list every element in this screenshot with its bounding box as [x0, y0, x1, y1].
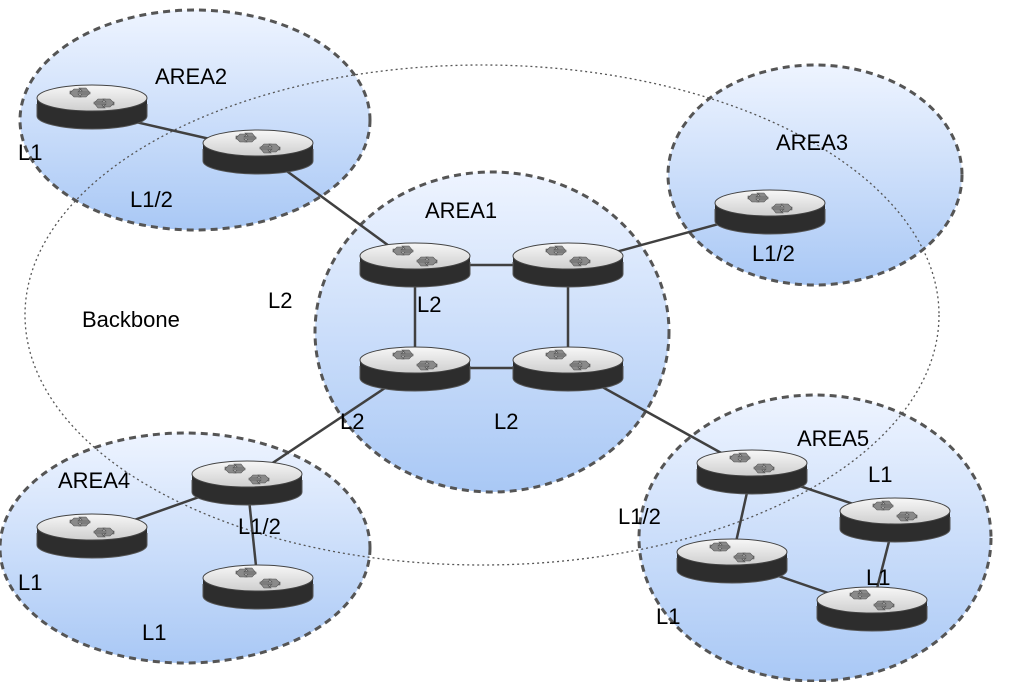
router-icon	[36, 513, 148, 559]
area1-label: AREA1	[425, 198, 497, 223]
area3-region	[666, 63, 964, 287]
router-icon	[676, 538, 788, 584]
level-label: L1/2	[238, 514, 281, 539]
area4-label: AREA4	[58, 468, 130, 493]
router-icon	[512, 242, 624, 288]
level-label: L1/2	[752, 241, 795, 266]
router-icon	[191, 460, 303, 506]
level-label: L1/2	[618, 504, 661, 529]
level-label: L1/2	[130, 187, 173, 212]
level-label: L1	[142, 620, 166, 645]
area2-region	[18, 8, 372, 232]
router-icon	[202, 564, 314, 610]
level-label: L1	[18, 570, 42, 595]
level-label: L1	[868, 462, 892, 487]
area3-label: AREA3	[776, 130, 848, 155]
router-icon	[359, 242, 471, 288]
area2-label: AREA2	[155, 64, 227, 89]
level-label: L2	[494, 409, 518, 434]
router-icon	[816, 586, 928, 632]
level-label: L1	[866, 565, 890, 590]
backbone-region	[24, 64, 940, 566]
area5-label: AREA5	[797, 426, 869, 451]
level-label: L1	[656, 604, 680, 629]
router-icon	[696, 449, 808, 495]
router-icon	[36, 84, 148, 130]
level-label: L2	[340, 409, 364, 434]
router-icon	[714, 189, 826, 235]
level-label: L2	[268, 288, 292, 313]
router-icon	[359, 346, 471, 392]
level-label: L2	[417, 292, 441, 317]
router-icon	[202, 129, 314, 175]
router-icon	[839, 497, 951, 543]
router-icon	[512, 346, 624, 392]
backbone-label: Backbone	[82, 307, 180, 332]
level-label: L1	[18, 140, 42, 165]
